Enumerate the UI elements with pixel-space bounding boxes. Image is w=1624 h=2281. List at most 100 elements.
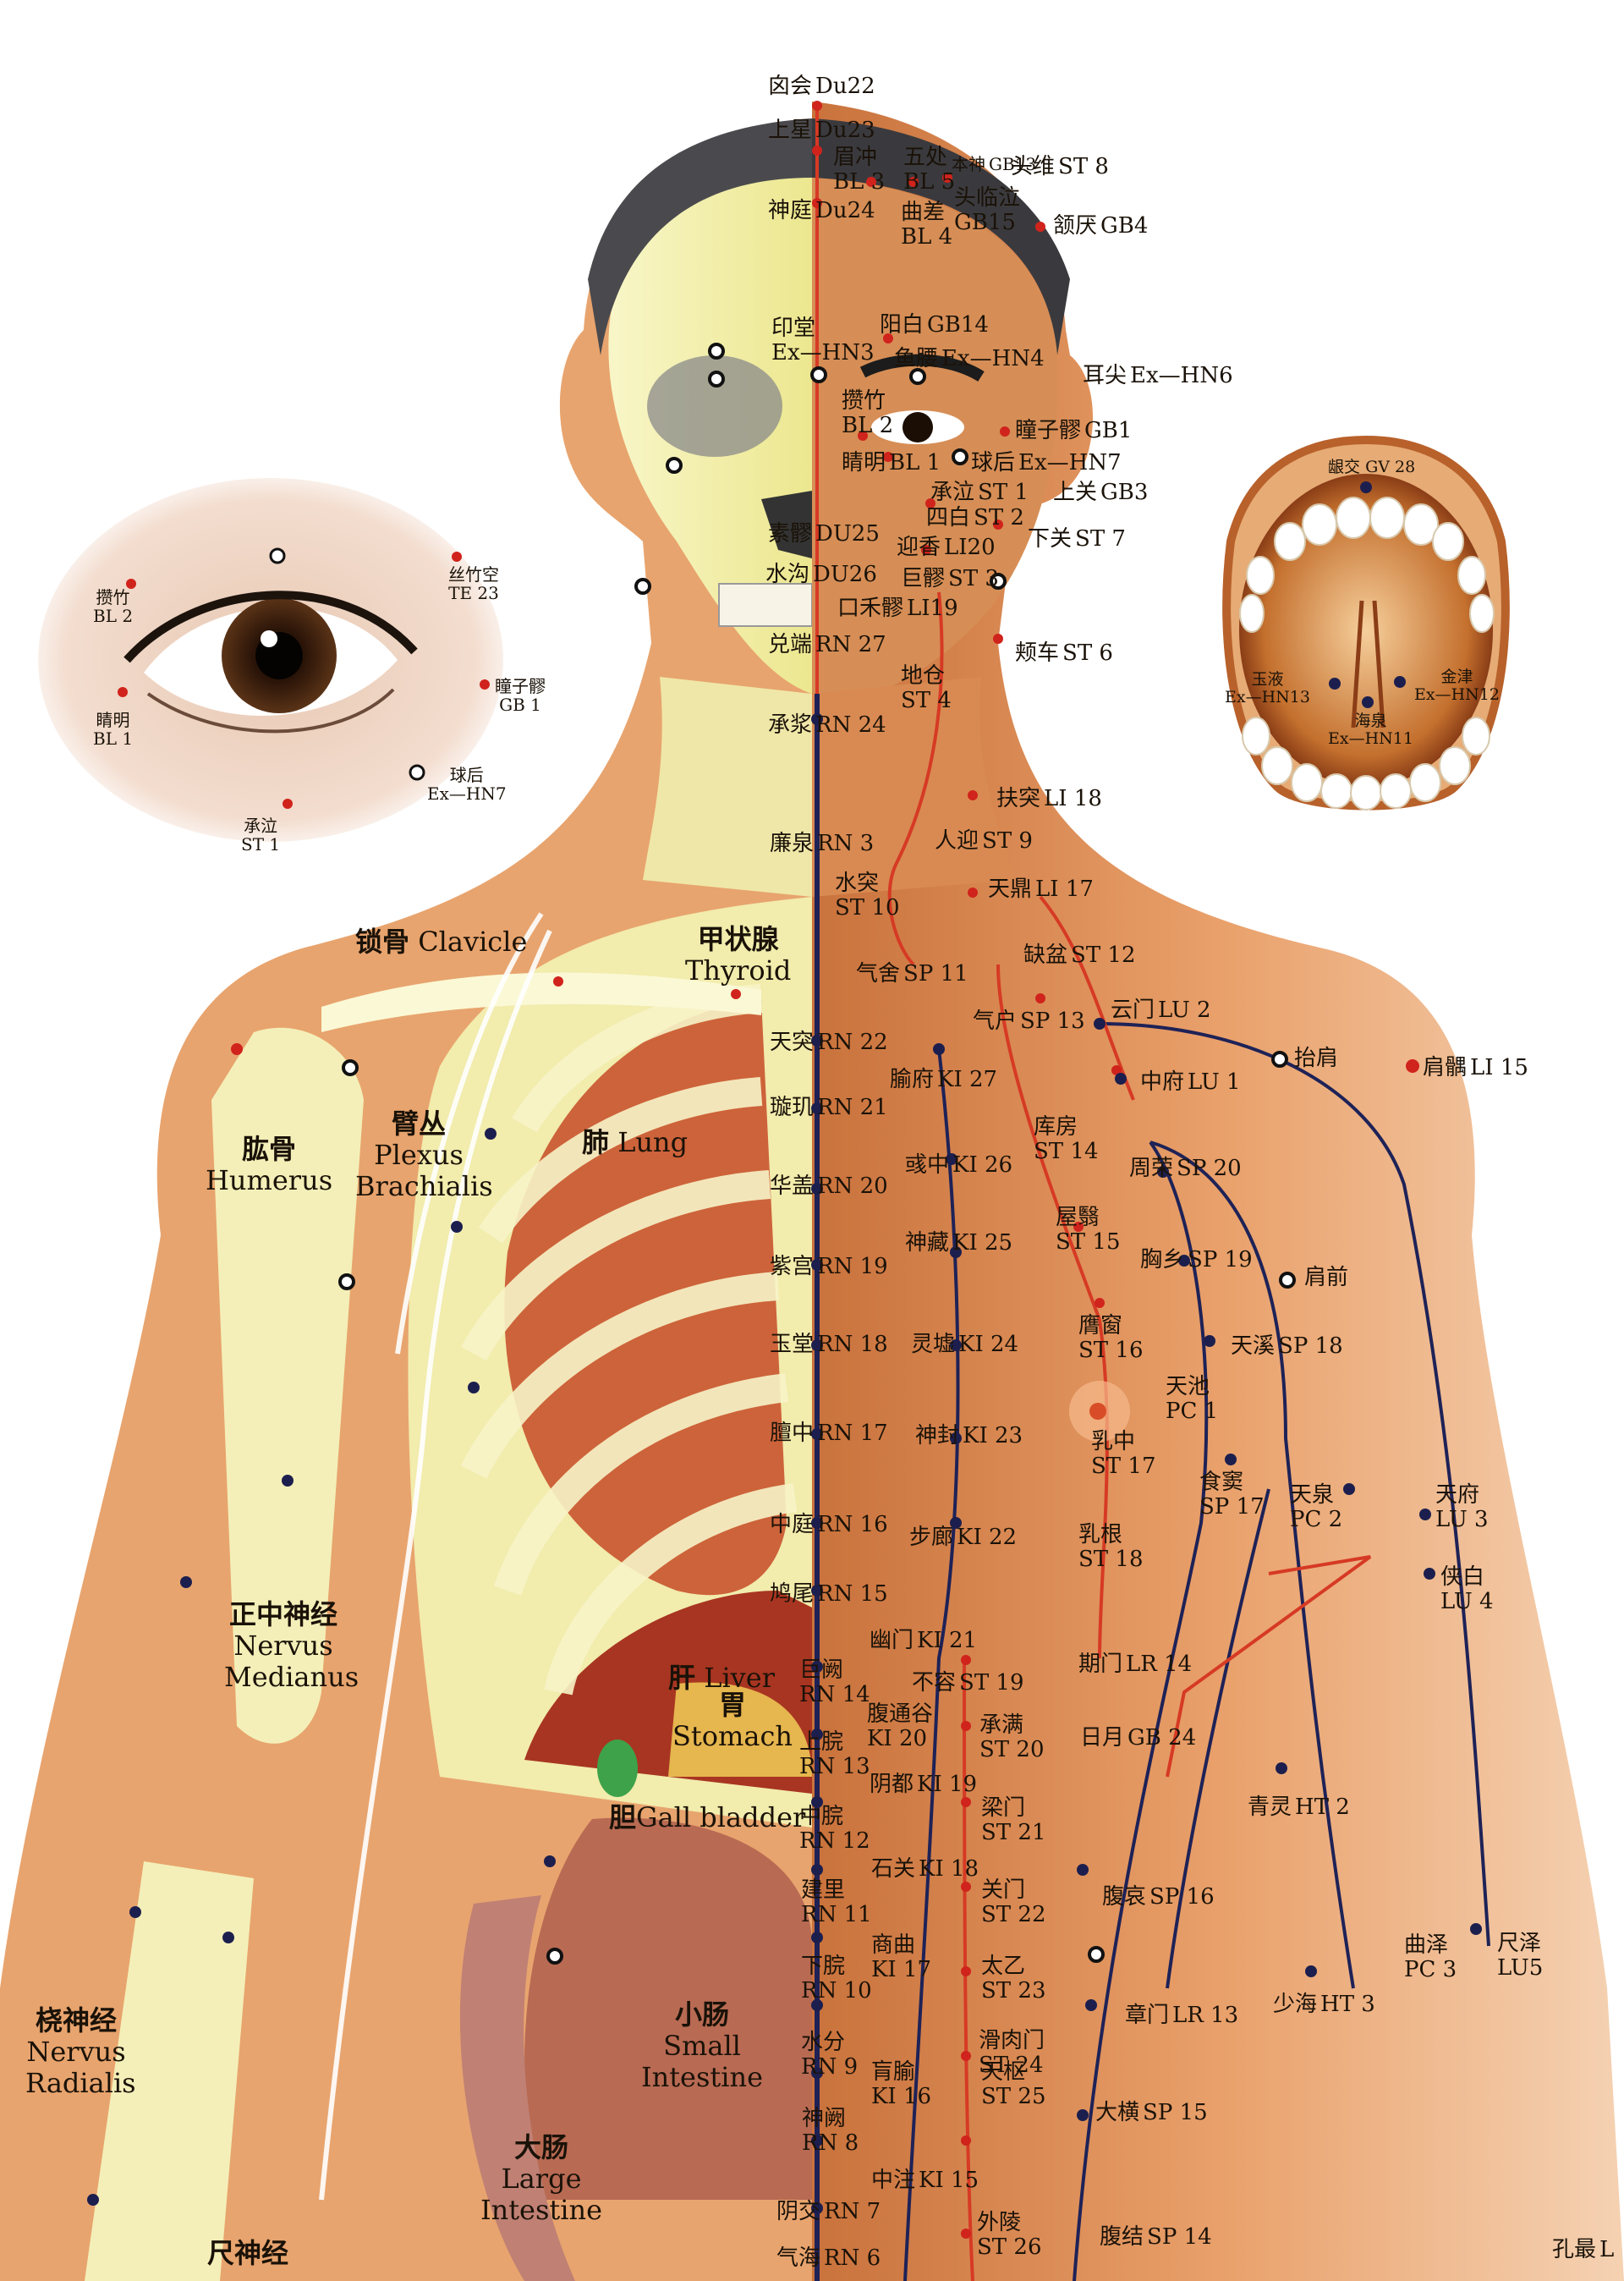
large-intestine xyxy=(459,1895,575,2281)
anatomy-label-lung: 肺 Lung xyxy=(582,1126,689,1158)
eye-inset-label: 承泣 ST 1 xyxy=(241,816,281,855)
nerves xyxy=(319,912,552,2201)
neck-skin xyxy=(812,677,1015,897)
gall-bladder xyxy=(597,1740,638,1797)
mouth-inset xyxy=(1222,435,1510,811)
anatomy-label-gall-bladder: 胆Gall bladder xyxy=(609,1801,806,1833)
eye-socket xyxy=(647,355,782,457)
face-iris xyxy=(903,412,933,442)
clavicle-bone xyxy=(321,972,761,1032)
nipple-point xyxy=(1089,1403,1106,1420)
neck-bone xyxy=(643,677,812,897)
meridians-navy xyxy=(903,1022,1490,2281)
humerus xyxy=(211,1027,364,1744)
nose-cavity xyxy=(761,491,812,558)
point-dots-red xyxy=(231,101,1419,2239)
point-dots-navy xyxy=(87,713,1482,2214)
ribs xyxy=(460,984,798,1696)
forearm-bone xyxy=(85,1861,254,2281)
body-skin xyxy=(812,102,1624,2281)
anatomy-label-liver: 肝 Liver xyxy=(668,1662,775,1694)
point-dots-hollow xyxy=(338,343,1296,1965)
